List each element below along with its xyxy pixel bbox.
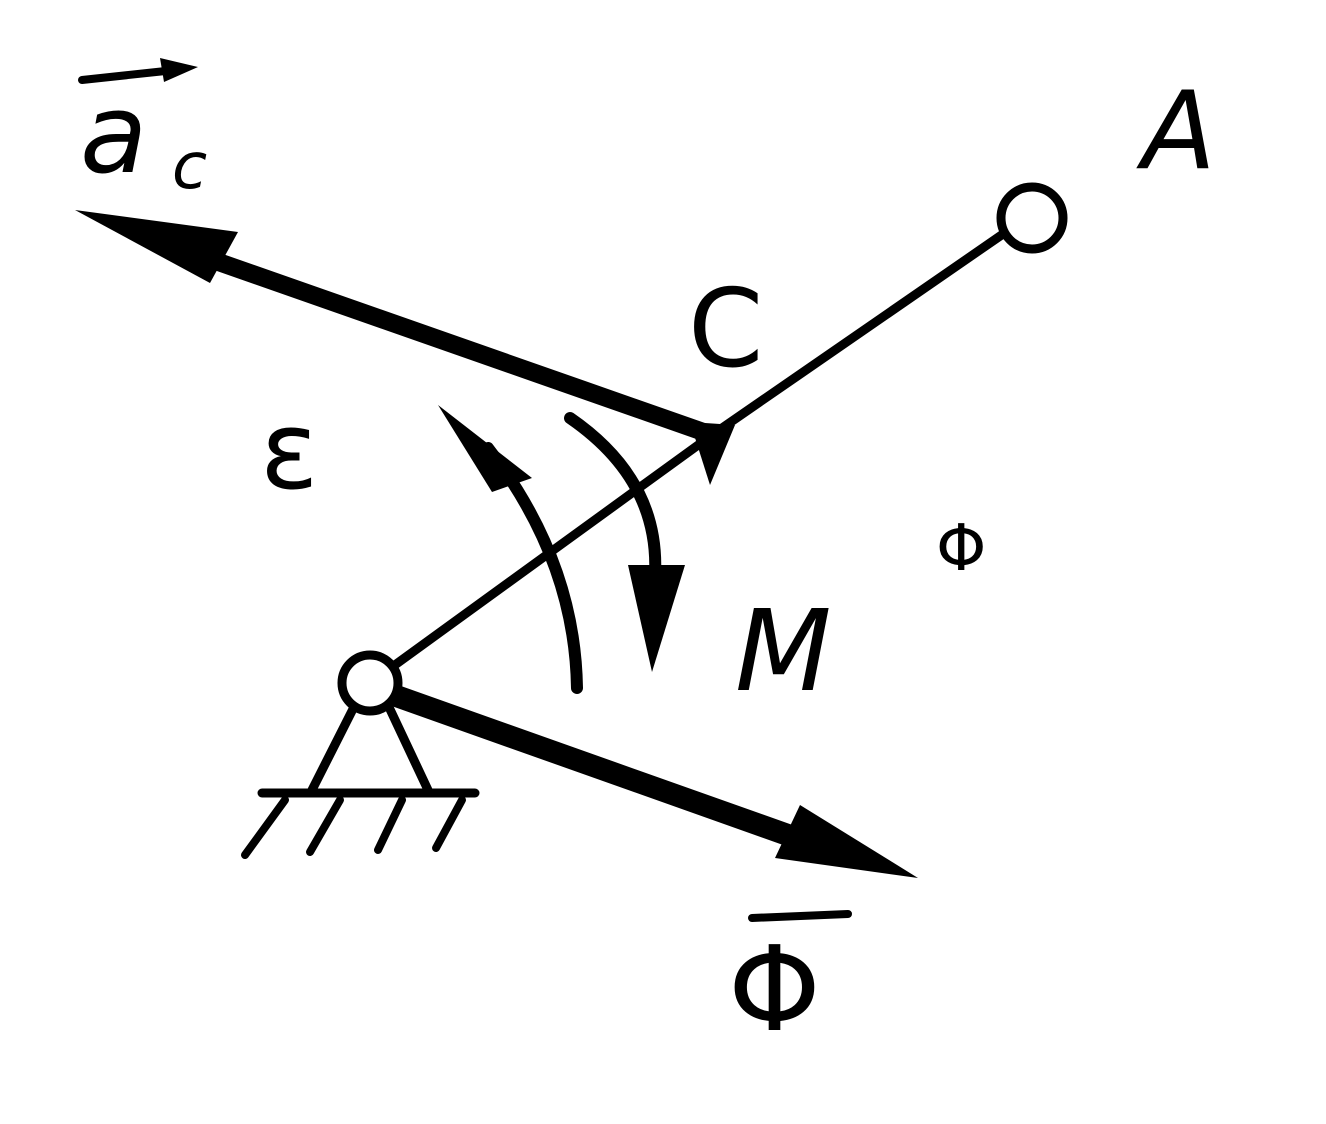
point-a-hinge <box>996 182 1068 254</box>
moment-label: M <box>735 587 832 717</box>
point-c-label: C <box>688 267 763 392</box>
acceleration-label-subscript: c <box>172 130 207 204</box>
support-leg-left <box>307 700 360 795</box>
pivot-o-hinge <box>337 650 403 716</box>
epsilon-arrowhead <box>438 405 532 492</box>
acceleration-label-overarrow <box>78 66 179 84</box>
inertia-force-label-overbar <box>748 910 852 922</box>
point-c-dot <box>690 422 735 485</box>
moment-label-superscript: Φ <box>936 512 986 586</box>
point-a-label: A <box>1136 69 1216 194</box>
support-leg-right <box>383 700 433 795</box>
acceleration-label-overarrow-head <box>160 58 198 82</box>
moment-arc <box>564 412 662 581</box>
link-rod-c-a <box>707 229 1008 440</box>
acceleration-vector-arrowhead <box>75 210 238 283</box>
inertia-force-label: Φ <box>728 920 821 1058</box>
inertia-force-arrowhead <box>775 805 918 878</box>
moment-arrowhead <box>628 565 685 672</box>
inertia-force-shaft <box>374 681 841 861</box>
link-rod-o-c <box>365 430 717 688</box>
acceleration-vector-shaft <box>141 229 721 444</box>
acceleration-label: a <box>80 70 147 198</box>
ground-hatching <box>241 796 466 859</box>
epsilon-label: ε <box>260 389 318 514</box>
